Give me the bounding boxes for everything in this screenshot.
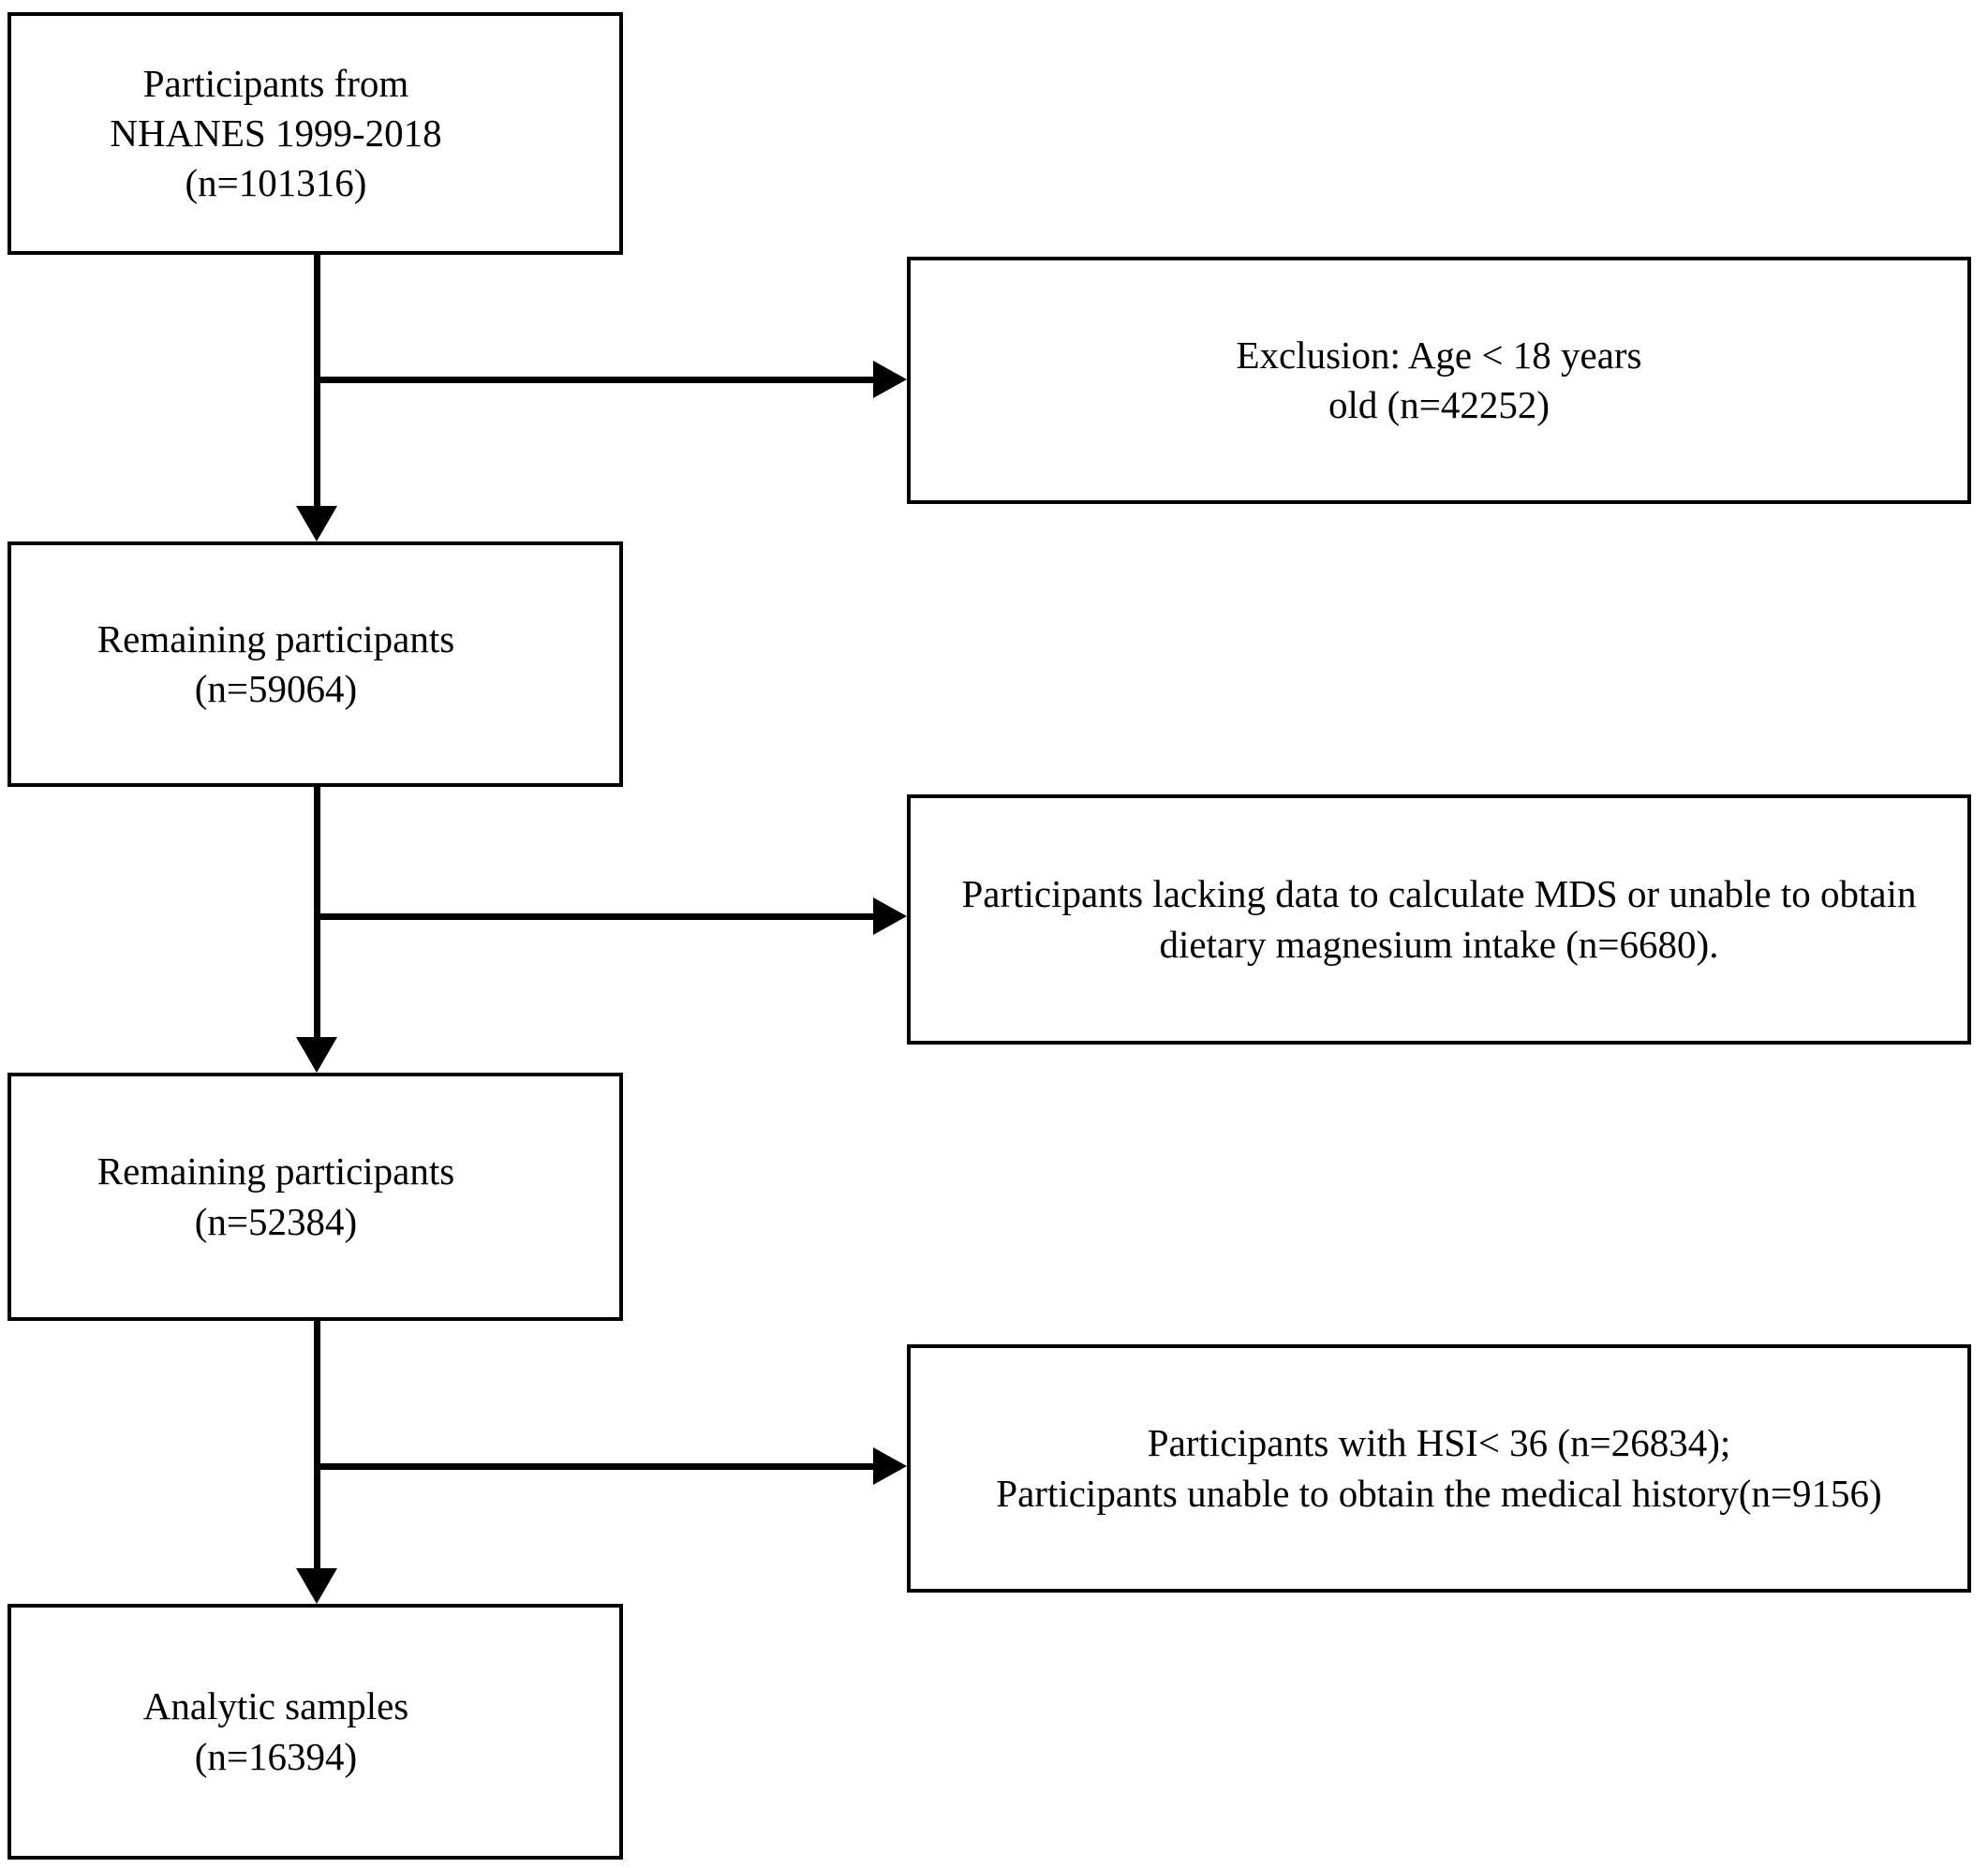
node-analytic-samples-label: Analytic samples (n=16394) — [142, 1684, 409, 1778]
connector-stem-3-to-4 — [314, 1321, 320, 1568]
node-exclusion-hsi-history: Participants with HSI< 36 (n=26834); Par… — [907, 1344, 1971, 1593]
node-remaining-after-age: Remaining participants (n=59064) — [7, 541, 623, 787]
arrowhead-right-3 — [873, 1447, 907, 1485]
arrowhead-down-2 — [296, 1037, 337, 1073]
node-exclusion-hsi-history-label: Participants with HSI< 36 (n=26834); Par… — [996, 1421, 1882, 1515]
arrowhead-right-1 — [873, 361, 907, 398]
node-exclusion-mds: Participants lacking data to calculate M… — [907, 794, 1971, 1045]
node-remaining-after-age-label: Remaining participants (n=59064) — [96, 616, 455, 710]
node-analytic-samples: Analytic samples (n=16394) — [7, 1604, 623, 1860]
arrowhead-down-3 — [296, 1568, 337, 1604]
node-source-population-label: Participants from NHANES 1999-2018 (n=10… — [110, 61, 442, 205]
connector-branch-2-to-exclusion-mds — [314, 913, 873, 920]
node-exclusion-age: Exclusion: Age < 18 years old (n=42252) — [907, 257, 1971, 504]
connector-branch-3-to-exclusion-hsi — [314, 1463, 873, 1470]
node-remaining-after-mds-label: Remaining participants (n=52384) — [96, 1149, 455, 1243]
arrowhead-right-2 — [873, 897, 907, 935]
connector-stem-2-to-3 — [314, 787, 320, 1037]
node-source-population: Participants from NHANES 1999-2018 (n=10… — [7, 12, 623, 255]
node-remaining-after-mds: Remaining participants (n=52384) — [7, 1073, 623, 1321]
connector-branch-1-to-exclusion-age — [314, 377, 873, 383]
node-exclusion-age-label: Exclusion: Age < 18 years old (n=42252) — [1236, 333, 1642, 426]
arrowhead-down-1 — [296, 506, 337, 541]
node-exclusion-mds-label: Participants lacking data to calculate M… — [961, 872, 1917, 966]
